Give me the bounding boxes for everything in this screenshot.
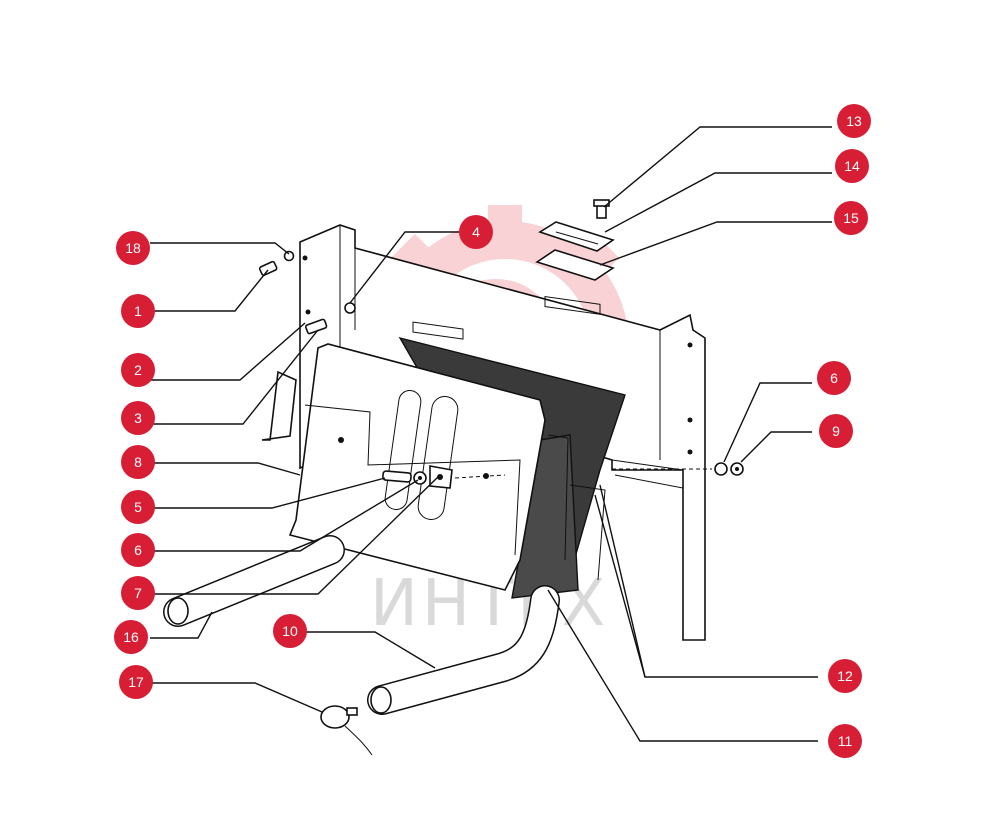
callout-label: 2 [134, 362, 142, 378]
callout-11: 11 [828, 724, 862, 758]
hose-10 [367, 585, 560, 715]
callout-circle [819, 414, 853, 448]
callout-17: 17 [119, 665, 153, 699]
hose-clamp [320, 705, 373, 756]
callout-label: 1 [134, 303, 142, 319]
callout-6: 6 [817, 361, 851, 395]
callout-1: 1 [121, 294, 155, 328]
callout-label: 4 [472, 224, 480, 240]
callout-circle [121, 490, 155, 524]
right-hardware [714, 462, 744, 476]
callout-circle [121, 576, 155, 610]
callout-label: 10 [282, 623, 298, 639]
hose-16 [163, 535, 345, 627]
callout-circle [828, 659, 862, 693]
callout-9: 9 [819, 414, 853, 448]
callout-circle [121, 445, 155, 479]
callout-circle [119, 665, 153, 699]
callout-circle [835, 149, 869, 183]
callout-label: 7 [134, 585, 142, 601]
callout-label: 15 [843, 210, 859, 226]
callout-circle [121, 353, 155, 387]
callout-10: 10 [273, 614, 307, 648]
callout-label: 9 [832, 423, 840, 439]
callout-15: 15 [834, 201, 868, 235]
callout-4: 4 [459, 215, 493, 249]
callout-circle [828, 724, 862, 758]
callout-label: 18 [125, 240, 141, 256]
callout-14: 14 [835, 149, 869, 183]
top-hatch [535, 199, 615, 281]
callout-label: 12 [837, 668, 853, 684]
left-bracket [261, 370, 297, 441]
callout-8: 8 [121, 445, 155, 479]
callout-7: 7 [121, 576, 155, 610]
callout-circle [121, 401, 155, 435]
callout-circle [837, 104, 871, 138]
callout-6: 6 [121, 533, 155, 567]
callout-label: 11 [838, 733, 853, 749]
callout-3: 3 [121, 401, 155, 435]
callout-circle [116, 231, 150, 265]
callout-label: 6 [134, 542, 142, 558]
callout-16: 16 [114, 620, 148, 654]
callout-circle [114, 620, 148, 654]
callout-circle [121, 533, 155, 567]
callout-5: 5 [121, 490, 155, 524]
callout-label: 5 [134, 499, 142, 515]
callout-12: 12 [828, 659, 862, 693]
callout-label: 6 [830, 370, 838, 386]
callout-circle [834, 201, 868, 235]
callout-circle [273, 614, 307, 648]
callout-18: 18 [116, 231, 150, 265]
callout-2: 2 [121, 353, 155, 387]
callout-label: 8 [134, 454, 142, 470]
fasteners [382, 465, 453, 489]
callout-13: 13 [837, 104, 871, 138]
callout-label: 14 [844, 158, 860, 174]
callout-circle [817, 361, 851, 395]
cover-plate [288, 343, 606, 591]
callout-label: 16 [123, 629, 139, 645]
callout-label: 17 [128, 674, 144, 690]
callout-circle [121, 294, 155, 328]
callout-circle [459, 215, 493, 249]
callout-label: 13 [846, 113, 862, 129]
callout-label: 3 [134, 410, 142, 426]
leader-lines [150, 126, 832, 742]
